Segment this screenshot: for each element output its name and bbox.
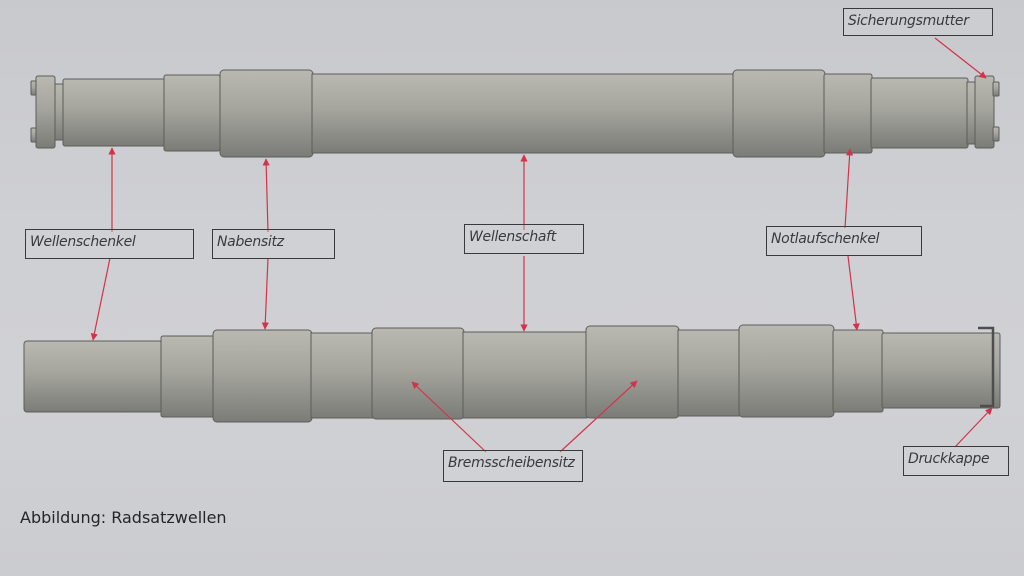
bottom-bremsscheibensitz-1 bbox=[371, 327, 465, 420]
right-nut-tab-top bbox=[992, 81, 1000, 97]
arrow-wellenschenkel-bottom bbox=[90, 257, 111, 341]
arrow-druckkappe bbox=[954, 407, 993, 448]
bottom-bremsscheibensitz-2 bbox=[585, 325, 680, 419]
label-notlaufschenkel: Notlaufschenkel bbox=[766, 226, 922, 256]
top-nabensitz-right bbox=[732, 69, 826, 158]
top-shaft bbox=[30, 69, 1000, 158]
arrow-sicherungsmutter bbox=[934, 37, 987, 79]
druckkappe-bracket bbox=[978, 326, 995, 408]
label-wellenschaft: Wellenschaft bbox=[464, 224, 584, 254]
figure-caption: Abbildung: Radsatzwellen bbox=[20, 508, 227, 527]
arrow-nabensitz-top bbox=[262, 158, 270, 233]
label-wellenschenkel: Wellenschenkel bbox=[25, 229, 194, 259]
label-bremsscheibensitz: Bremsscheibensitz bbox=[443, 450, 583, 482]
top-wellenschaft bbox=[311, 73, 735, 154]
bottom-wellenschenkel bbox=[23, 340, 163, 413]
label-druckkappe: Druckkappe bbox=[903, 446, 1009, 476]
arrow-notlaufschenkel-bottom bbox=[847, 255, 860, 331]
bottom-shaft bbox=[23, 324, 1001, 423]
arrow-bremsscheibensitz-right bbox=[559, 380, 638, 453]
arrow-nabensitz-bottom bbox=[261, 257, 269, 330]
arrow-bremsscheibensitz-left bbox=[411, 381, 487, 453]
annotation-arrows bbox=[90, 37, 993, 453]
label-nabensitz: Nabensitz bbox=[212, 229, 335, 259]
arrow-notlaufschenkel-top bbox=[844, 148, 854, 229]
bottom-notlaufschenkel bbox=[832, 329, 884, 413]
right-nut bbox=[974, 75, 995, 149]
left-nut bbox=[35, 75, 56, 149]
label-sicherungsmutter: Sicherungsmutter bbox=[843, 8, 993, 36]
right-nut-tab-bottom bbox=[992, 126, 1000, 142]
top-wellenschenkel bbox=[62, 78, 166, 147]
top-nabensitz bbox=[219, 69, 314, 158]
bottom-nabensitz-right bbox=[738, 324, 835, 418]
bottom-nabensitz bbox=[212, 329, 313, 423]
top-notlaufschenkel bbox=[870, 77, 969, 149]
